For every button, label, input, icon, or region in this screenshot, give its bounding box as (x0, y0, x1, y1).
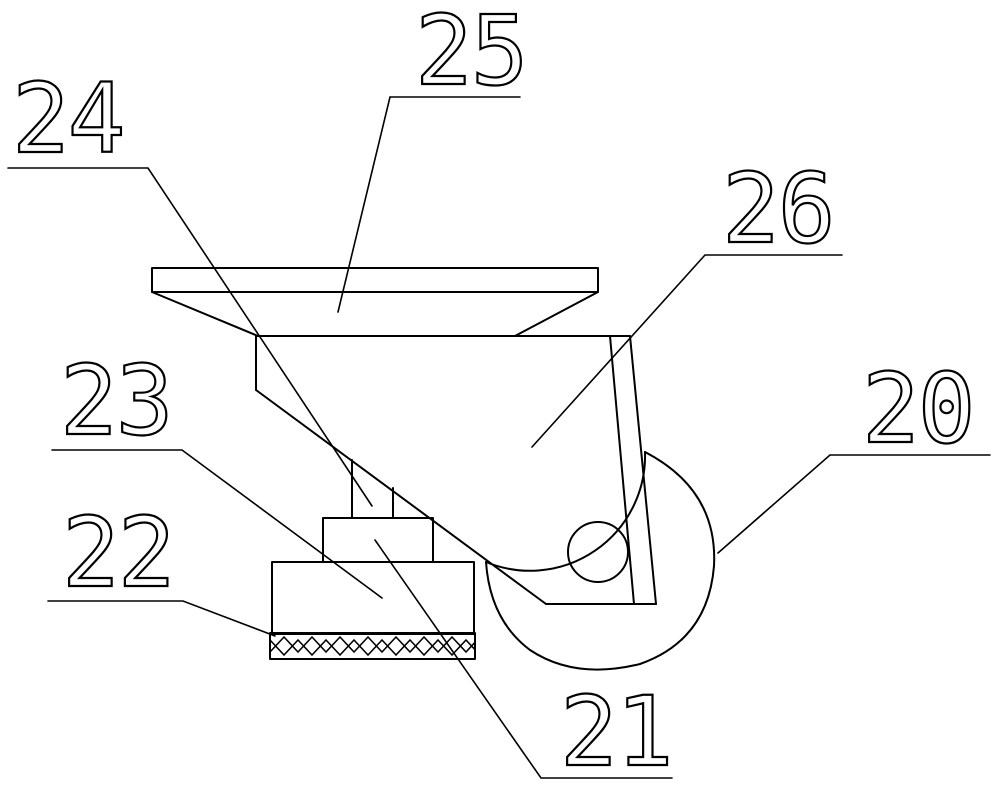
leader-20 (718, 455, 990, 553)
label-26: 26 (722, 153, 834, 265)
label-22: 22 (62, 497, 174, 609)
adjusting-nut (323, 518, 433, 562)
leader-25 (338, 97, 520, 312)
leader-26 (532, 255, 842, 447)
reference-numerals: 25 24 26 23 20 22 21 (12, 0, 974, 788)
support-block (272, 562, 474, 634)
label-24: 24 (12, 63, 124, 175)
threaded-stem (352, 460, 393, 518)
axle-hole (568, 522, 628, 582)
label-25: 25 (415, 0, 527, 107)
label-21: 21 (560, 676, 672, 788)
wheel (486, 452, 714, 670)
label-23: 23 (60, 345, 172, 457)
mounting-plate (152, 268, 598, 336)
label-20: 20 (862, 353, 974, 465)
